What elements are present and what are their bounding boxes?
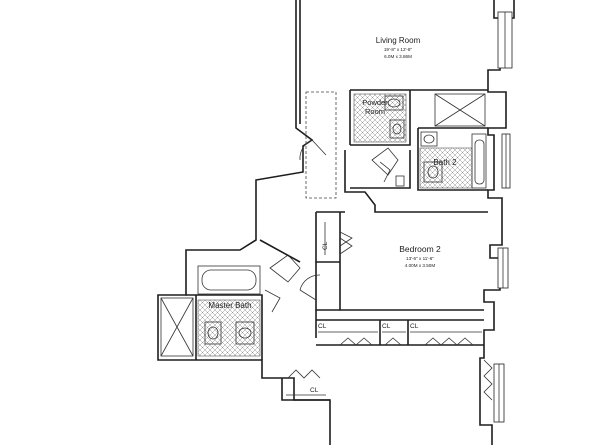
- closet-label-upper: CL: [322, 241, 329, 250]
- windows: [493, 11, 513, 423]
- living-room-name: Living Room: [376, 36, 421, 45]
- closet-label-hall: CL: [310, 387, 319, 394]
- bedroom-2: Bedroom 2 13'-6" x 11'-6" 4.00M x 3.50M: [399, 244, 441, 268]
- bath-2: Bath 2: [419, 131, 487, 189]
- master-bath-walls: [186, 294, 263, 360]
- living-room-dims-metric: 6.0M x 3.86M: [384, 54, 412, 59]
- closet-label-lower-2: CL: [382, 323, 391, 330]
- core-walls: [305, 89, 488, 213]
- lower-hall-closet: CL: [281, 369, 330, 401]
- shower-stall: [434, 93, 486, 127]
- master-bath: Master Bath: [160, 265, 261, 357]
- powder-room-label-2: Room: [365, 107, 385, 116]
- master-bath-label: Master Bath: [208, 301, 251, 310]
- living-room-dims-imperial: 19'-8" x 12'-8": [384, 47, 413, 52]
- hall-doors: [259, 239, 321, 313]
- bath-2-label: Bath 2: [433, 158, 457, 167]
- bedroom-2-name: Bedroom 2: [399, 244, 441, 254]
- right-side-doors: [483, 359, 493, 401]
- closet-label-lower-3: CL: [410, 323, 419, 330]
- powder-room: Powder Room: [353, 93, 407, 143]
- living-room: Living Room 19'-8" x 12'-8" 6.0M x 3.86M: [376, 36, 421, 59]
- powder-room-label-1: Powder: [362, 98, 388, 107]
- bedroom-closet-upper: CL: [322, 222, 353, 255]
- bedroom-2-walls: [315, 211, 484, 346]
- bedroom-2-dims-imperial: 13'-6" x 11'-6": [406, 256, 434, 261]
- bedroom-2-dims-metric: 4.00M x 3.50M: [405, 263, 436, 268]
- closet-label-lower-1: CL: [318, 323, 327, 330]
- core-doors: [299, 139, 405, 187]
- bedroom-closets-lower: CL CL CL: [318, 323, 482, 346]
- outer-walls: [157, 0, 515, 445]
